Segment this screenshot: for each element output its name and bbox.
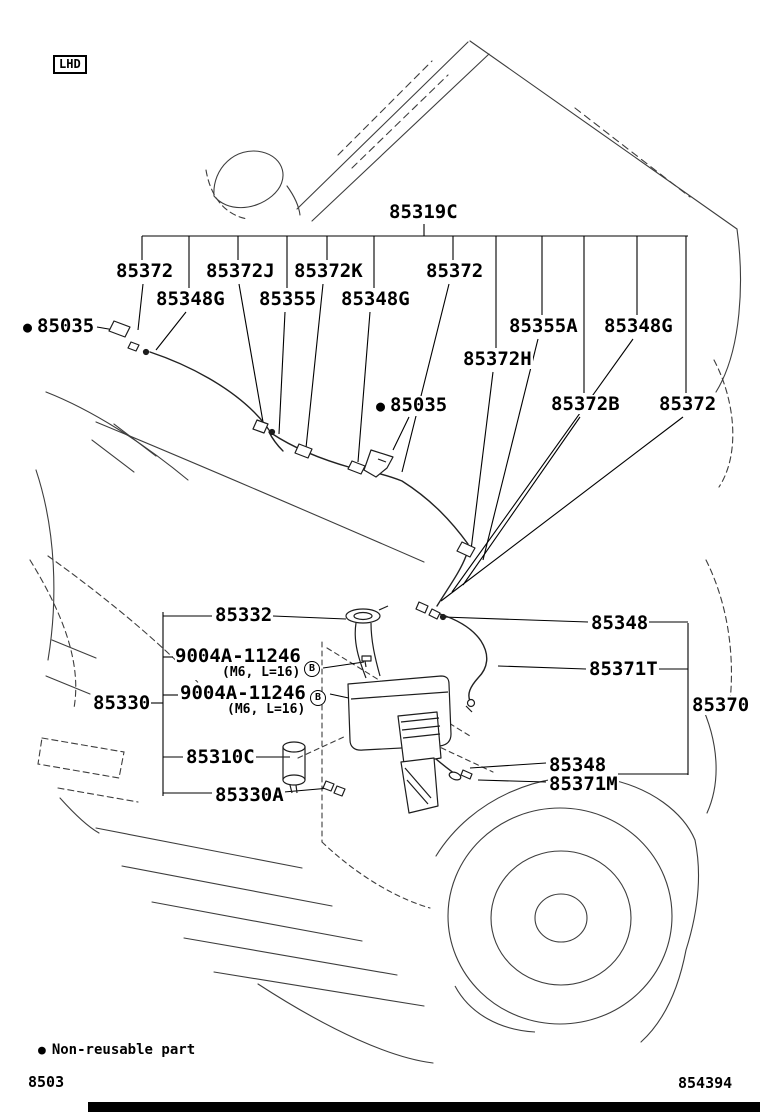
callout-85348G-a: 85348G — [155, 290, 226, 309]
page-footer-bar — [88, 1102, 760, 1112]
part-number: 85372H — [463, 348, 532, 370]
part-number: 85310C — [186, 746, 255, 768]
callout-85035-b: ●85035 — [375, 394, 449, 416]
callout-85371T: 85371T — [588, 660, 659, 679]
callout-85330: 85330 — [92, 692, 152, 714]
part-number: 85372 — [659, 393, 717, 415]
part-number: 85348 — [591, 612, 649, 634]
part-number: 85372J — [206, 260, 275, 282]
part-number: 85371M — [549, 773, 618, 795]
callout-85371M: 85371M — [548, 775, 619, 794]
grommet — [322, 780, 346, 797]
part-number: 85355 — [259, 288, 317, 310]
front-wheel — [447, 807, 673, 1033]
part-number: 85035 — [37, 315, 95, 337]
drawing-number: 854394 — [678, 1074, 733, 1092]
bolt — [361, 655, 372, 668]
callout-85348-b: 85348 — [548, 754, 608, 776]
part-number: 9004A-11246 — [175, 645, 301, 667]
washer-pump — [282, 741, 306, 794]
part-number: 85372B — [551, 393, 620, 415]
bolt-marker-b-icon: B — [304, 661, 320, 677]
bolt-marker-b-icon: B — [310, 690, 326, 706]
callout-85355: 85355 — [258, 288, 318, 310]
callout-85370: 85370 — [691, 694, 751, 716]
callout-85372B: 85372B — [550, 395, 621, 414]
part-number: 85348 — [549, 754, 607, 776]
callout-9004A-11246-a: 9004A-11246 (M6, L=16) B — [175, 645, 320, 680]
callout-85372J: 85372J — [205, 262, 276, 281]
part-number: 85348G — [341, 288, 410, 310]
non-reusable-dot-icon: ● — [23, 318, 33, 336]
washer-motor — [397, 711, 442, 814]
part-number: 9004A-11246 — [180, 682, 306, 704]
non-reusable-dot-icon: ● — [38, 1043, 46, 1058]
callout-85372-a: 85372 — [115, 260, 175, 282]
callout-85372H: 85372H — [462, 350, 533, 369]
callout-85355A: 85355A — [508, 317, 579, 336]
part-number: 85372 — [116, 260, 174, 282]
washer-filler-cap — [345, 605, 389, 679]
hose-joint — [252, 419, 269, 434]
callout-85310C: 85310C — [185, 748, 256, 767]
figure-code: 8503 — [28, 1073, 65, 1091]
callout-85348G-b: 85348G — [340, 290, 411, 309]
callout-85332: 85332 — [214, 604, 274, 626]
callout-85319C: 85319C — [388, 203, 459, 222]
part-number: 85330A — [215, 784, 284, 806]
callout-85348G-c: 85348G — [603, 317, 674, 336]
part-number: 85372 — [426, 260, 484, 282]
legend-non-reusable: ● Non-reusable part — [38, 1042, 195, 1058]
callout-85372K: 85372K — [293, 262, 364, 281]
part-number: 85035 — [390, 394, 448, 416]
washer-parts — [108, 320, 476, 814]
callout-9004A-11246-b: 9004A-11246 (M6, L=16) B — [180, 682, 326, 717]
part-number: 85319C — [389, 201, 458, 223]
part-number: 85348G — [156, 288, 225, 310]
leader-lines — [96, 224, 689, 796]
check-valve — [448, 771, 462, 781]
part-number: 85371T — [589, 658, 658, 680]
washer-nozzle-right — [363, 449, 394, 478]
part-number: 85355A — [509, 315, 578, 337]
callout-85348-a: 85348 — [590, 612, 650, 634]
bolt-size: (M6, L=16) — [222, 665, 301, 680]
legend-text: Non-reusable part — [51, 1042, 196, 1058]
callout-85035-a: ●85035 — [22, 315, 96, 337]
part-number: 85330 — [93, 692, 151, 714]
washer-nozzle-left — [108, 320, 131, 338]
bolt-size: (M6, L=16) — [227, 702, 306, 717]
part-number: 85372K — [294, 260, 363, 282]
lhd-badge: LHD — [53, 55, 87, 75]
callout-85372-c: 85372 — [658, 393, 718, 415]
non-reusable-dot-icon: ● — [376, 397, 386, 415]
callout-85330A: 85330A — [214, 786, 285, 805]
part-number: 85332 — [215, 604, 273, 626]
part-number: 85370 — [692, 694, 750, 716]
callout-85372-b: 85372 — [425, 260, 485, 282]
car-outline — [29, 40, 741, 1064]
part-number: 85348G — [604, 315, 673, 337]
